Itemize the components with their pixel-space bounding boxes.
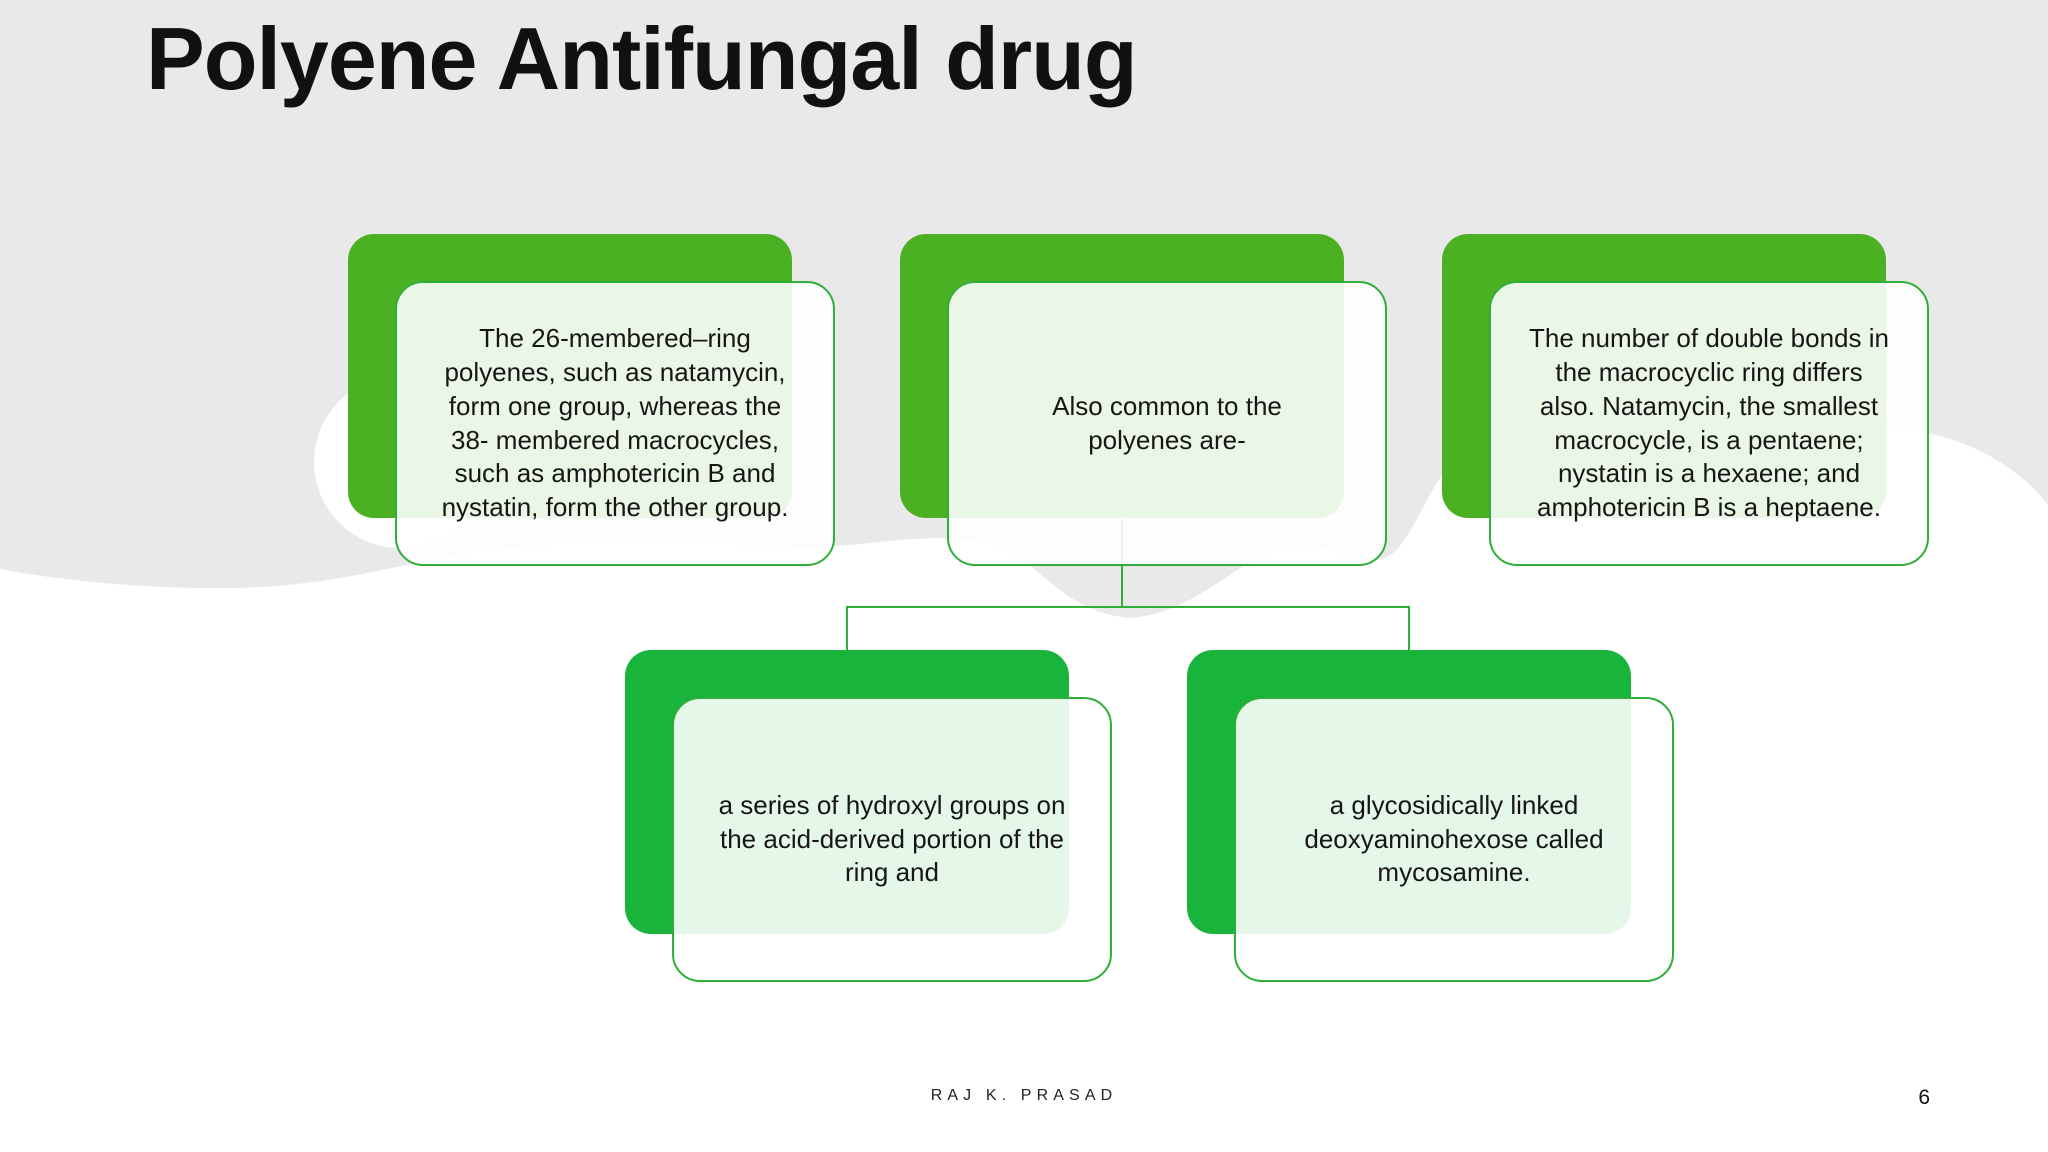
box-bottom-left-card: a series of hydroxyl groups on the acid-… bbox=[672, 697, 1112, 982]
box-bottom-right-text: a glycosidically linked deoxyaminohexose… bbox=[1304, 789, 1604, 888]
page-number: 6 bbox=[1918, 1086, 1930, 1109]
box-center-text: Also common to the polyenes are- bbox=[1052, 390, 1282, 455]
page-title: Polyene Antifungal drug bbox=[146, 9, 1138, 108]
box-left-card: The 26-membered–ring polyenes, such as n… bbox=[395, 281, 835, 566]
box-left-text: The 26-membered–ring polyenes, such as n… bbox=[441, 323, 789, 523]
box-center-card: Also common to the polyenes are- bbox=[947, 281, 1387, 566]
box-right-text: The number of double bonds in the macroc… bbox=[1529, 323, 1889, 523]
box-bottom-right-card: a glycosidically linked deoxyaminohexose… bbox=[1234, 697, 1674, 982]
box-bottom-left-text: a series of hydroxyl groups on the acid-… bbox=[718, 789, 1066, 888]
footer-author: RAJ K. PRASAD bbox=[930, 1087, 1118, 1104]
box-right-card: The number of double bonds in the macroc… bbox=[1489, 281, 1929, 566]
